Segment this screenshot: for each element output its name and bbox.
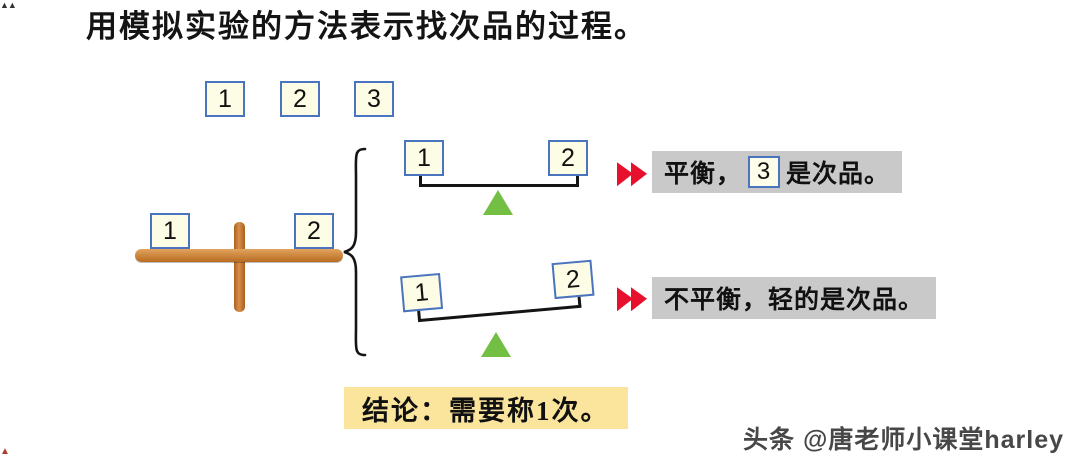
balanced-fulcrum-triangle [483, 190, 513, 215]
balanced-right-box: 2 [548, 140, 588, 176]
balanced-endcap-right [576, 176, 579, 186]
unbalanced-left-box: 1 [400, 272, 444, 313]
double-arrow-icon [617, 286, 647, 312]
double-arrow-icon [617, 161, 647, 187]
beam-box-1: 1 [150, 213, 190, 249]
balanced-result: 平衡， 3 是次品。 [652, 151, 903, 193]
balanced-left-box: 1 [404, 140, 444, 176]
unbalanced-endcap-right [577, 296, 582, 307]
balanced-result-prefix: 平衡， [664, 161, 743, 188]
item-box-3: 3 [354, 81, 394, 117]
conclusion-text: 结论：需要称1次。 [362, 395, 610, 426]
watermark: 头条 @唐老师小课堂harley [743, 426, 1064, 454]
balanced-beam [419, 184, 579, 187]
page-title: 用模拟实验的方法表示找次品的过程。 [86, 9, 647, 44]
balanced-result-suffix: 是次品。 [786, 161, 891, 188]
edge-artifact-bottom: ▲ [0, 446, 10, 457]
item-box-2: 2 [280, 81, 320, 117]
unbalanced-result: 不平衡，轻的是次品。 [652, 277, 937, 319]
unbalanced-result-text: 不平衡，轻的是次品。 [664, 287, 925, 314]
item-box-1: 1 [205, 81, 245, 117]
balanced-endcap-left [419, 176, 422, 186]
edge-artifact-top: ▲▲ [0, 0, 17, 10]
balance-post [234, 222, 245, 312]
unbalanced-scale: 1 2 [396, 257, 600, 330]
balance-bar [135, 249, 343, 262]
beam-box-2: 2 [294, 213, 334, 249]
balanced-result-box-3: 3 [748, 156, 781, 188]
unbalanced-endcap-left [417, 310, 421, 321]
conclusion-box: 结论：需要称1次。 [344, 387, 628, 429]
unbalanced-right-box: 2 [551, 259, 595, 300]
unbalanced-fulcrum-triangle [481, 332, 511, 357]
curly-brace-icon [343, 147, 367, 357]
